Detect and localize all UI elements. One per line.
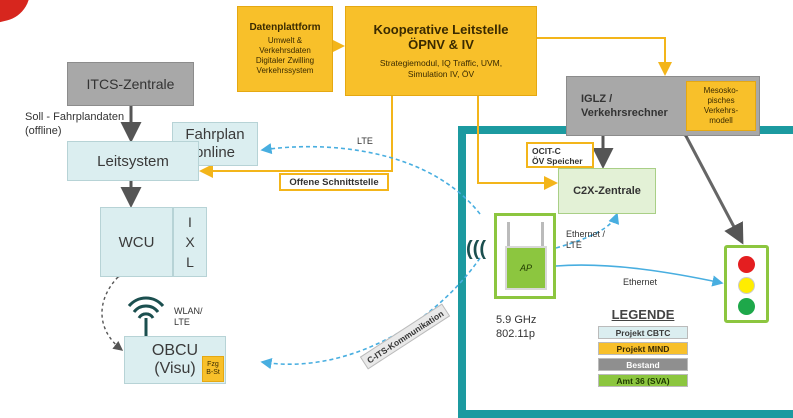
leitstelle-line: Strategiemodul, IQ Traffic, UVM, xyxy=(379,58,503,68)
link-ap-ampel xyxy=(546,261,724,287)
traffic-light-green xyxy=(738,298,755,315)
ixl-letter: I xyxy=(188,214,192,230)
offene-schnittstelle-label: Offene Schnittstelle xyxy=(279,173,389,191)
ocit-label: OCIT-C ÖV Speicher xyxy=(526,142,594,168)
soll-line: (offline) xyxy=(25,125,62,137)
itcs-zentrale-box: ITCS-Zentrale xyxy=(67,62,194,106)
fzg-line: B-St xyxy=(206,369,220,376)
fahrplan-line: Fahrplan xyxy=(185,126,245,143)
datenplattform-line: Verkehrsdaten xyxy=(259,46,311,55)
meso-line: pisches xyxy=(707,96,735,105)
leitstelle-box: Kooperative Leitstelle ÖPNV & IV Strateg… xyxy=(345,6,537,96)
offene-schnittstelle-text: Offene Schnittstelle xyxy=(289,176,379,188)
ap-device: AP xyxy=(505,246,547,290)
eth-line: Ethernet / xyxy=(566,229,606,239)
legend-title: LEGENDE xyxy=(611,307,675,322)
obcu-line: (Visu) xyxy=(154,360,196,377)
lte-label: LTE xyxy=(357,136,373,146)
eth-line: LTE xyxy=(566,240,582,250)
link-leitstelle-c2x xyxy=(477,96,558,190)
obcu-line: OBCU xyxy=(151,342,199,359)
ixl-letter: L xyxy=(186,254,194,270)
ethernet-label: Ethernet xyxy=(623,277,658,287)
leitstelle-title: Kooperative Leitstelle xyxy=(373,22,509,37)
datenplattform-line: Verkehrssystem xyxy=(256,66,314,75)
ocit-line: OCIT-C xyxy=(532,146,561,156)
c2x-zentrale-label: C2X-Zentrale xyxy=(573,185,641,197)
frequency-label: 5.9 GHz 802.11p xyxy=(496,313,536,341)
legend-item: Projekt MIND xyxy=(598,342,688,355)
link-leitstelle-iglz xyxy=(525,31,672,76)
meso-line: Mesosko- xyxy=(703,86,739,95)
ethernet-lte-label: Ethernet / LTE xyxy=(566,229,605,251)
wcu-box: WCU xyxy=(100,207,173,277)
fahrplan-line: online xyxy=(194,144,236,161)
iglz-line: IGLZ / xyxy=(581,93,613,105)
c2x-zentrale-box: C2X-Zentrale xyxy=(558,168,656,214)
legend-item: Projekt CBTC xyxy=(598,326,688,339)
meso-line: modell xyxy=(709,116,733,125)
antenna-left-icon xyxy=(507,222,510,248)
fzg-line: Fzg xyxy=(207,361,219,368)
link-leitstelle-leitsystem xyxy=(199,96,393,178)
traffic-light-red xyxy=(738,256,755,273)
wlan-line: LTE xyxy=(174,317,190,327)
wcu-label: WCU xyxy=(118,233,155,251)
traffic-light-yellow xyxy=(738,277,755,294)
wlan-label: WLAN/ LTE xyxy=(174,306,203,328)
link-ap-c2x xyxy=(555,212,620,249)
leitstelle-line: Simulation IV, ÖV xyxy=(407,69,475,79)
ocit-line: ÖV Speicher xyxy=(532,156,583,166)
radio-wave-icon: ((( xyxy=(466,238,486,260)
meso-line: Verkehrs- xyxy=(703,106,739,115)
soll-line: Soll - Fahrplandaten xyxy=(25,111,125,123)
meso-modell-box: Mesosko- pisches Verkehrs- modell xyxy=(686,81,756,131)
iglz-line: Verkehrsrechner xyxy=(581,107,668,119)
datenplattform-box: Datenplattform Umwelt & Verkehrsdaten Di… xyxy=(237,6,333,92)
datenplattform-line: Umwelt & xyxy=(267,36,303,45)
link-iglz-ampel xyxy=(668,115,744,245)
wlan-line: WLAN/ xyxy=(174,306,203,316)
legend-item: Amt 36 (SVA) xyxy=(598,374,688,387)
antenna-right-icon xyxy=(541,222,544,248)
soll-fahrplandaten-label: Soll - Fahrplandaten (offline) xyxy=(25,110,124,138)
freq-line: 802.11p xyxy=(496,328,535,340)
ixl-letter: X xyxy=(185,234,195,250)
leitsystem-box: Leitsystem xyxy=(67,141,199,181)
link-wlan xyxy=(101,267,128,351)
ixl-box: I X L xyxy=(173,207,207,277)
fzg-bst-box: Fzg B-St xyxy=(202,356,224,382)
itcs-zentrale-label: ITCS-Zentrale xyxy=(86,76,175,92)
freq-line: 5.9 GHz xyxy=(496,314,537,326)
leitstelle-subtitle: ÖPNV & IV xyxy=(408,37,474,52)
leitsystem-label: Leitsystem xyxy=(97,152,169,170)
legend-item: Bestand xyxy=(598,358,688,371)
iglz-text: IGLZ / Verkehrsrechner xyxy=(581,92,668,120)
datenplattform-line: Digitaler Zwilling xyxy=(255,56,315,65)
datenplattform-title: Datenplattform xyxy=(249,22,321,33)
ap-label: AP xyxy=(519,263,532,273)
link-lte xyxy=(260,143,481,215)
